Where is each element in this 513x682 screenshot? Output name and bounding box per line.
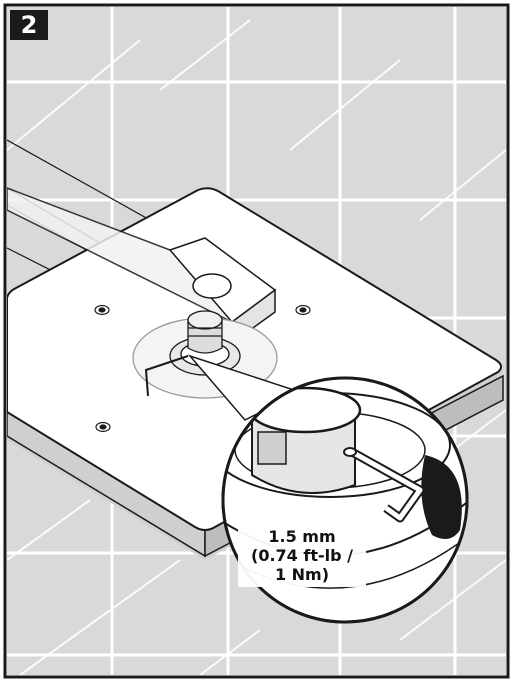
diagram-border (3, 3, 510, 679)
screw-icon (94, 304, 311, 433)
allen-wrench-icon (144, 355, 189, 397)
allen-wrench-icon (349, 448, 425, 523)
torque-imperial-text: (0.74 ft-lb / (251, 546, 353, 565)
torque-specification-label: 1.5 mm (0.74 ft-lb / 1 Nm) (238, 527, 366, 584)
torque-metric-text: 1 Nm) (274, 565, 330, 584)
hex-key-size-text: 1.5 mm (268, 527, 336, 546)
torque-label-background (238, 523, 366, 587)
step-number-badge: 2 (10, 10, 48, 40)
